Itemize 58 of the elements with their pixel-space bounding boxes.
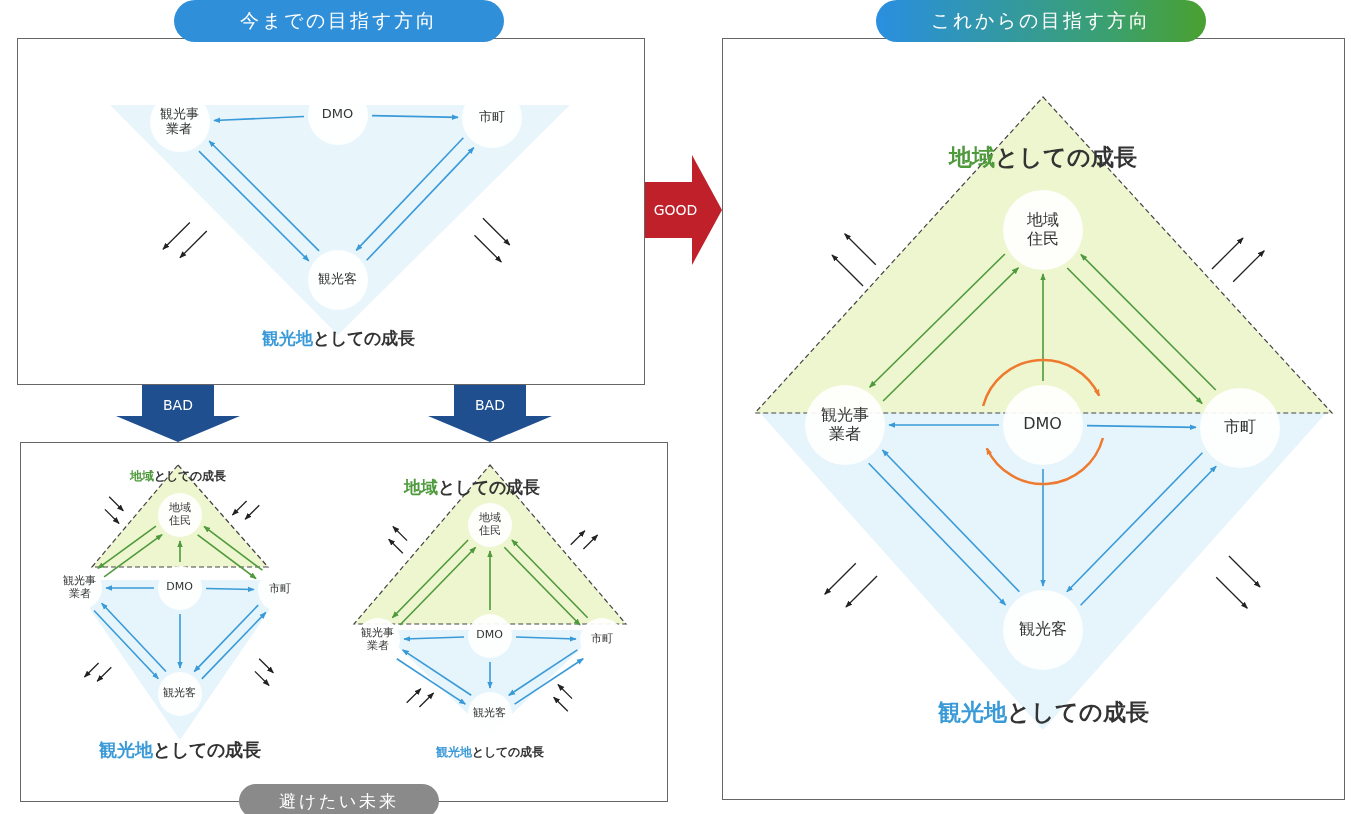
edge-label: BAD xyxy=(475,396,505,413)
arrow xyxy=(881,449,1021,593)
growth-label: 地域としての成長 xyxy=(949,142,1137,172)
arrow xyxy=(196,534,257,580)
growth-label: 観光地としての成長 xyxy=(99,738,261,762)
arrow xyxy=(201,611,267,680)
growth-label: 地域としての成長 xyxy=(130,467,226,485)
block-arrow xyxy=(428,385,552,442)
arrow xyxy=(391,539,469,619)
arrow xyxy=(203,525,264,571)
arrow xyxy=(487,661,493,689)
arrow xyxy=(100,602,167,673)
arrow xyxy=(93,609,160,680)
heading-pill: これからの目指す方向 xyxy=(876,0,1206,42)
arrow xyxy=(403,636,465,642)
arrow xyxy=(1066,452,1204,593)
arrow xyxy=(205,586,255,593)
arrow xyxy=(208,140,320,252)
arrow xyxy=(1066,267,1203,405)
arrow xyxy=(1040,468,1046,587)
block-arrow xyxy=(116,385,240,442)
arrow xyxy=(365,146,475,262)
arrow xyxy=(105,585,155,591)
arrow xyxy=(1080,253,1217,391)
arrow xyxy=(515,636,577,642)
arrow xyxy=(882,266,1020,402)
arrow xyxy=(1079,465,1217,606)
growth-label: 観光地としての成長 xyxy=(261,326,415,350)
arrow xyxy=(371,114,459,120)
arrow xyxy=(1086,424,1197,431)
heading-pill: 今までの目指す方向 xyxy=(174,0,504,42)
edge-label: BAD xyxy=(163,396,193,413)
arrow xyxy=(213,115,305,123)
arrow xyxy=(97,525,157,570)
edge-label: GOOD xyxy=(653,202,698,218)
block-arrow xyxy=(645,155,722,265)
growth-label: 地域としての成長 xyxy=(404,475,540,499)
growth-label: 観光地としての成長 xyxy=(937,697,1149,727)
arrow xyxy=(513,657,584,705)
arrow xyxy=(511,539,589,619)
arrow xyxy=(868,253,1006,389)
growth-label: 観光地としての成長 xyxy=(436,743,544,761)
arrow xyxy=(177,613,183,669)
arrow xyxy=(395,657,467,705)
arrow xyxy=(401,649,473,697)
arrow xyxy=(888,422,1000,428)
arrow xyxy=(399,546,477,626)
arrow xyxy=(103,533,163,578)
arrow xyxy=(198,150,310,262)
arrow xyxy=(867,462,1007,606)
arrow xyxy=(507,649,579,697)
arrow xyxy=(177,540,183,563)
arrow xyxy=(193,604,259,673)
heading-pill: 避けたい未来 xyxy=(239,784,439,814)
arrow xyxy=(503,546,581,626)
arrow xyxy=(487,550,493,611)
arrow xyxy=(355,136,465,252)
arrow xyxy=(1040,273,1046,382)
